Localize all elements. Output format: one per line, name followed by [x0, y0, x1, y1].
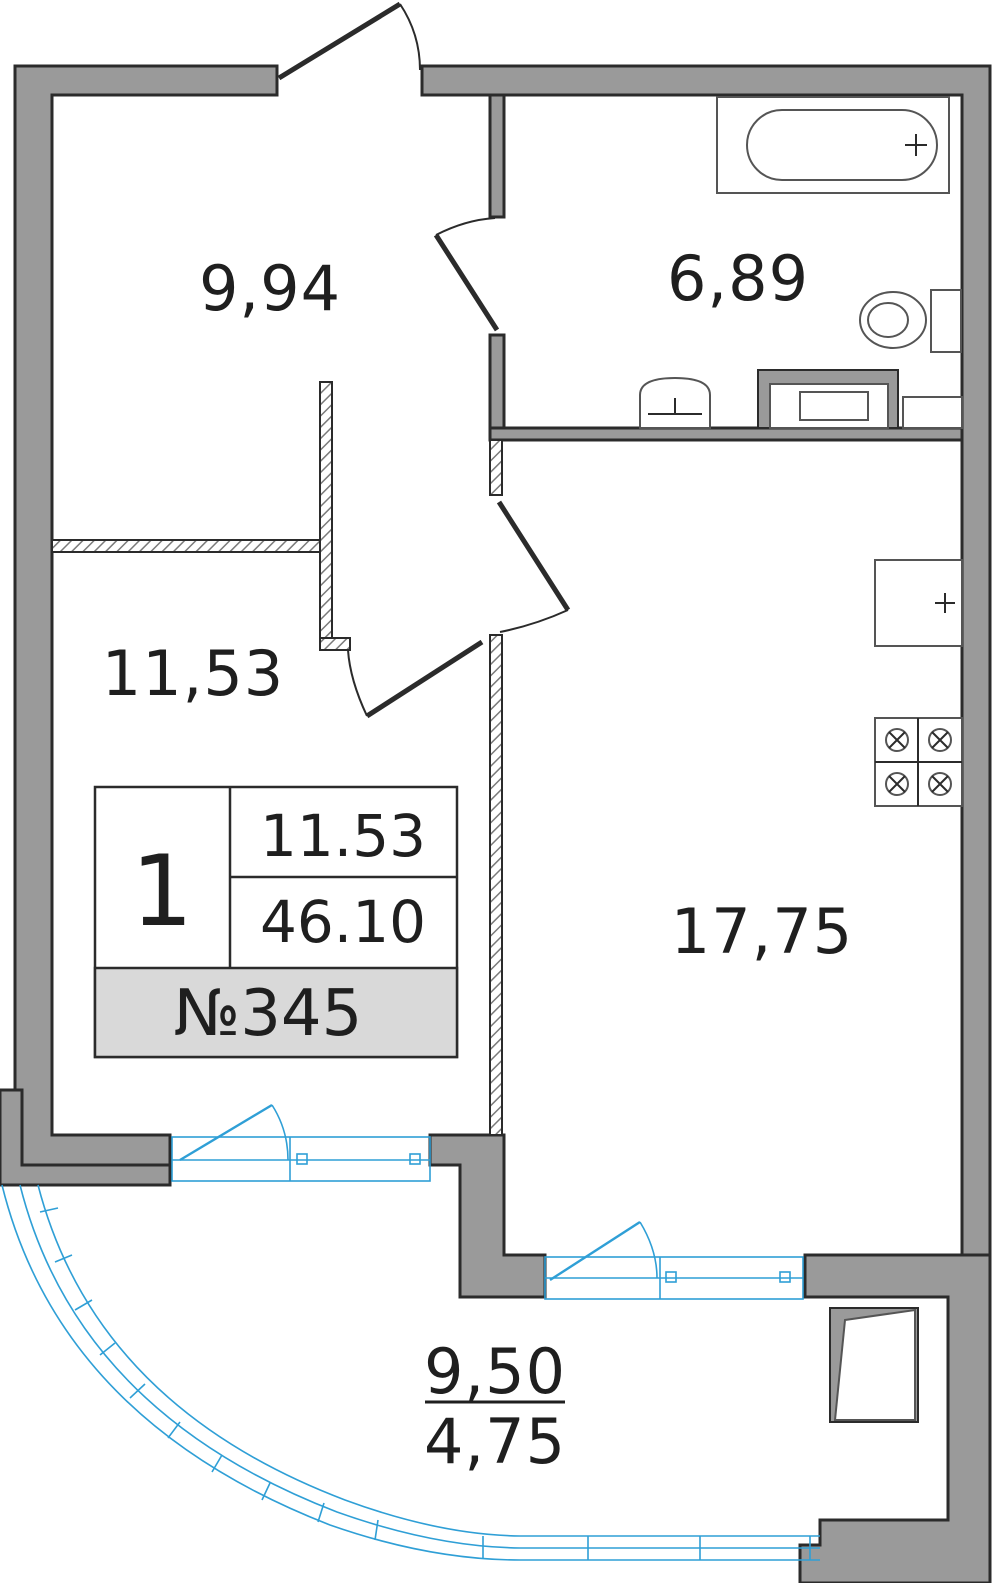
- apartment-number: №345: [174, 977, 363, 1051]
- bedroom-balcony-door-swing: [271, 1104, 289, 1161]
- partition-hall-bedroom: [51, 539, 323, 553]
- kitchen-balcony-door-swing: [639, 1221, 658, 1279]
- bedroom-balcony-door-leaf: [179, 1103, 273, 1162]
- washing-machine-shelf: [902, 396, 963, 429]
- room-area-kitchen: 17,75: [671, 895, 854, 968]
- balcony-curved-glazing-mid: [19, 1184, 820, 1549]
- wall-lower-left: [0, 1088, 172, 1187]
- balcony-curved-glazing-inner: [37, 1184, 820, 1537]
- bathroom-door-leaf: [433, 233, 500, 332]
- bedroom-door-swing: [347, 649, 368, 717]
- wall-kitchen-bottom: [798, 1253, 992, 1583]
- living-area: 11.53: [260, 802, 426, 870]
- room-area-bathroom: 6,89: [667, 242, 809, 315]
- toilet-tank: [930, 289, 962, 353]
- partitions: [51, 381, 503, 1136]
- info-box-number-band: [93, 966, 459, 1059]
- wall-bath-bottom: [488, 426, 964, 442]
- room-area-balcony-secondary: 4,75: [424, 1405, 566, 1478]
- wall-bath-left-lower: [488, 333, 506, 442]
- balcony-glazing: [1, 1103, 820, 1561]
- wall-bath-left-upper: [488, 93, 506, 219]
- bedroom-balcony-window: [171, 1136, 431, 1182]
- kitchen-door-swing: [499, 609, 569, 633]
- balcony-column-inner: [833, 1308, 916, 1421]
- room-labels: 9,94 6,89 11,53 17,75 9,50 4,75: [102, 242, 854, 1478]
- room-area-hall: 9,94: [199, 252, 341, 325]
- partition-closet-stub: [319, 637, 351, 651]
- entrance-door-leaf: [277, 1, 402, 81]
- kitchen-door-leaf: [496, 500, 571, 612]
- kitchen-balcony-door-leaf: [549, 1220, 641, 1282]
- rooms-count: 1: [131, 835, 193, 949]
- partition-bedroom-kitchen-upper: [489, 439, 503, 496]
- counter-inner: [799, 391, 869, 421]
- balcony-mullions: [39, 1207, 811, 1560]
- balcony-curved-glazing-outer: [1, 1184, 820, 1561]
- bathroom-door-swing: [435, 217, 496, 236]
- wall-middle-step: [428, 1133, 547, 1299]
- room-area-balcony: 9,50: [424, 1335, 566, 1408]
- partition-bedroom-kitchen: [489, 634, 503, 1136]
- bathtub-inner: [746, 109, 938, 181]
- apartment-info-box: 1 11.53 46.10 №345: [93, 785, 459, 1059]
- exterior-walls: [0, 64, 992, 1583]
- entrance-door-swing: [399, 3, 421, 71]
- doors: [277, 1, 571, 719]
- toilet-seat: [867, 302, 909, 338]
- kitchen-fixtures: [874, 559, 963, 807]
- room-area-bedroom: 11,53: [102, 637, 285, 710]
- bathroom-fixtures: [639, 96, 963, 429]
- bedroom-door-leaf: [365, 639, 484, 719]
- total-area: 46.10: [260, 888, 426, 956]
- stove-burners: [885, 728, 952, 796]
- partition-closet: [319, 381, 333, 651]
